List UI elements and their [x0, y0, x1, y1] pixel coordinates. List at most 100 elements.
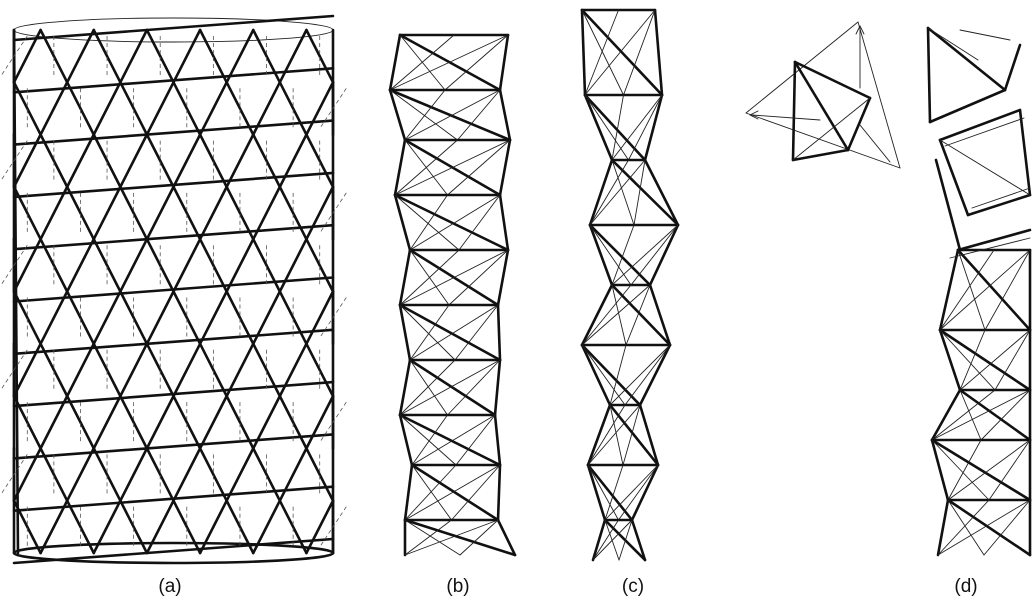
lattice-diagonal: [251, 499, 282, 555]
lattice-diagonal: [39, 290, 69, 346]
lattice-diagonal: [92, 133, 122, 189]
inner-brace: [458, 194, 501, 251]
lattice-diagonal: [12, 499, 42, 555]
helix-band: [12, 537, 335, 565]
lattice-diagonal: [39, 342, 69, 398]
column-edge: [588, 223, 614, 287]
panel-label-b: (b): [446, 576, 470, 597]
lattice-diagonal: [172, 81, 202, 136]
column-diagonal: [958, 388, 1032, 442]
inner-brace: [957, 249, 986, 331]
lattice-diagonal: [278, 81, 308, 136]
column-diagonal: [587, 404, 641, 466]
inner-brace: [394, 139, 458, 196]
lattice-diagonal: [198, 237, 228, 293]
column-diagonal: [409, 304, 499, 361]
lattice-diagonal: [198, 133, 228, 189]
tetra-edge: [791, 148, 850, 162]
column-diagonal: [581, 284, 651, 346]
lattice-diagonal: [65, 290, 96, 346]
column-diagonal: [610, 283, 672, 347]
lattice-diagonal: [172, 499, 202, 555]
inner-brace: [622, 404, 641, 466]
segment-edge: [938, 138, 970, 217]
column-diagonal: [931, 389, 1031, 441]
back-strut: [319, 506, 347, 548]
inner-brace: [624, 344, 671, 406]
column-edge: [498, 33, 510, 92]
column-diagonal: [603, 518, 647, 562]
inner-brace: [633, 159, 646, 226]
inner-brace: [587, 464, 619, 521]
inner-brace: [939, 329, 996, 391]
column-edge: [398, 248, 412, 307]
lattice-diagonal: [172, 28, 202, 84]
lattice-diagonal: [92, 185, 122, 241]
lattice-diagonal: [12, 394, 42, 450]
segment-edge: [959, 29, 1011, 41]
column-diagonal: [583, 93, 647, 162]
column-edge: [586, 403, 612, 467]
lattice-diagonal: [172, 394, 202, 450]
inner-brace: [581, 344, 626, 406]
arrow-left-head: [749, 114, 759, 120]
back-strut: [0, 349, 28, 391]
panel-d-tetrahedron-inset: [745, 21, 901, 169]
back-strut: [0, 140, 28, 182]
column-diagonal: [404, 519, 499, 556]
panel-c-tetrahelix-column: [580, 8, 680, 562]
column-diagonal: [608, 403, 660, 467]
column-diagonal: [399, 359, 501, 416]
lattice-diagonal: [145, 447, 175, 503]
segment-edge: [971, 187, 1031, 209]
column-diagonal: [930, 438, 1032, 502]
lattice-diagonal: [251, 133, 282, 189]
inner-brace: [589, 224, 632, 286]
inner-brace: [444, 34, 509, 91]
lattice-diagonal: [225, 342, 255, 398]
lattice-diagonal: [251, 394, 282, 450]
lattice-diagonal: [119, 342, 149, 398]
helix-band: [12, 328, 335, 356]
column-edge: [586, 463, 607, 522]
segment-edge: [926, 26, 1007, 92]
column-edge: [403, 463, 414, 522]
lattice-diagonal: [305, 394, 335, 450]
lattice-diagonal: [119, 499, 149, 555]
lattice-diagonal: [278, 394, 308, 450]
column-edge: [496, 518, 517, 557]
lattice-diagonal: [198, 394, 228, 450]
lattice-diagonal: [92, 447, 122, 503]
arrow-left-head: [749, 110, 759, 116]
lattice-diagonal: [278, 447, 308, 503]
lattice-diagonal: [198, 290, 228, 346]
inner-brace: [399, 249, 460, 306]
inner-brace: [959, 329, 986, 391]
inner-brace: [609, 404, 624, 466]
inner-brace: [409, 194, 448, 251]
lattice-diagonal: [65, 342, 96, 398]
lattice-diagonal: [278, 185, 308, 241]
column-diagonal: [580, 343, 642, 407]
lattice-diagonal: [145, 499, 175, 555]
inner-brace: [457, 89, 501, 141]
inner-brace: [389, 89, 458, 141]
column-edge: [588, 158, 614, 227]
helix-band: [12, 14, 335, 42]
tetra-edge: [793, 60, 850, 152]
lattice-diagonal: [119, 28, 149, 84]
lattice-diagonal: [225, 133, 255, 189]
column-diagonal: [610, 158, 680, 227]
lattice-diagonal: [305, 185, 335, 241]
lattice-diagonal: [12, 81, 42, 136]
column-edge: [498, 193, 510, 252]
column-edge: [393, 193, 412, 252]
lattice-diagonal: [92, 342, 122, 398]
lattice-diagonal: [145, 28, 175, 84]
helix-band: [12, 119, 335, 146]
inner-brace: [584, 94, 629, 161]
panel-b-helical-column: [388, 33, 517, 557]
inner-brace: [404, 464, 457, 521]
lattice-diagonal: [225, 28, 255, 84]
